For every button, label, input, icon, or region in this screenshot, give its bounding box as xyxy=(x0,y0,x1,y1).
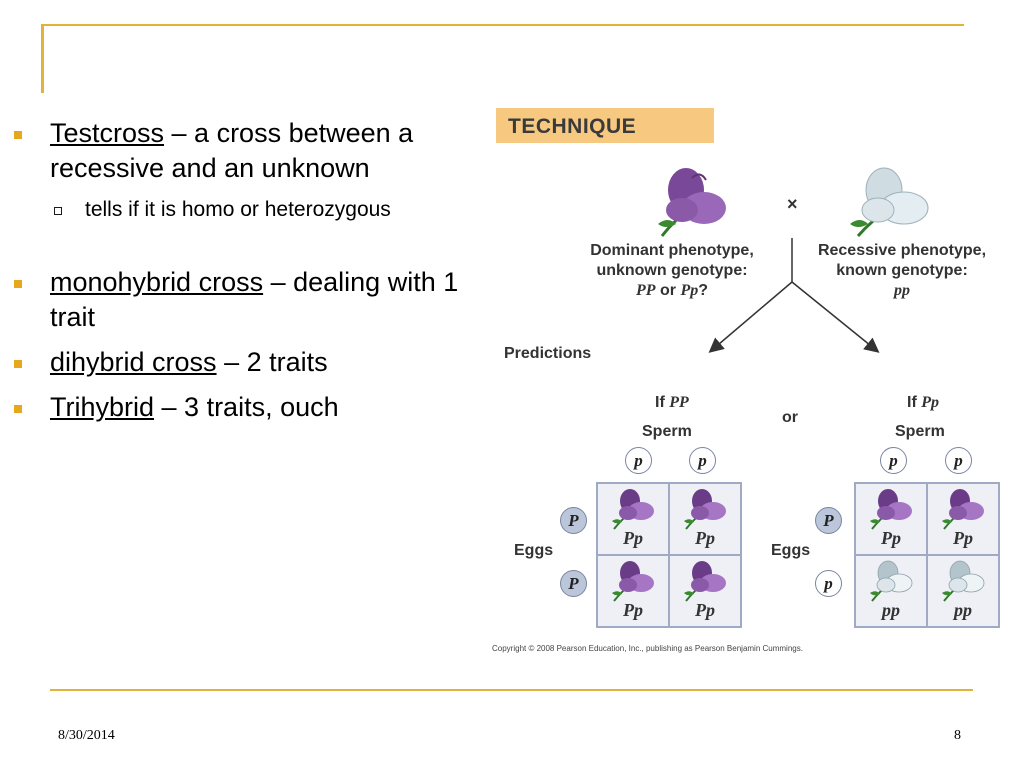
cross-arrows xyxy=(708,238,880,353)
bullet-text: – 3 traits, ouch xyxy=(154,392,339,422)
bullet-monohybrid: monohybrid cross – dealing with 1 trait xyxy=(12,265,492,335)
bullet-text: – dealing with 1 trait xyxy=(50,267,459,332)
technique-label: TECHNIQUE xyxy=(508,115,637,138)
right-if-label: If Pp xyxy=(907,394,939,412)
caption-line: unknown genotype: xyxy=(596,262,748,279)
cell-genotype: Pp xyxy=(695,600,715,620)
right-sperm-allele-1: p xyxy=(880,447,907,474)
left-parent-caption: Dominant phenotype, unknown genotype: PP… xyxy=(567,241,777,301)
bullet-marker xyxy=(14,131,22,139)
left-sperm-allele-1: p xyxy=(625,447,652,474)
frame-left-rule xyxy=(41,24,44,93)
term-trihybrid: Trihybrid xyxy=(50,392,155,422)
parent-flower-purple xyxy=(658,168,726,237)
frame-top-rule xyxy=(41,24,964,26)
or-label: or xyxy=(782,409,798,426)
punnett-cell: pp xyxy=(855,555,927,627)
cell-genotype: pp xyxy=(882,600,900,620)
bullet-marker xyxy=(14,280,22,288)
left-egg-allele-2: P xyxy=(560,570,587,597)
left-if-label: If PP xyxy=(655,394,689,412)
right-punnett-square: Pp Pp pp pp xyxy=(854,482,1000,628)
copyright-notice: Copyright © 2008 Pearson Education, Inc.… xyxy=(492,644,803,653)
punnett-cell: Pp xyxy=(855,483,927,555)
question-mark: ? xyxy=(698,282,708,299)
if-genotype: PP xyxy=(669,394,689,411)
cell-genotype: Pp xyxy=(623,528,643,548)
sub-bullet-text: tells if it is homo or heterozygous xyxy=(85,198,391,221)
right-sperm-label: Sperm xyxy=(895,423,945,440)
left-egg-allele-1: P xyxy=(560,507,587,534)
left-punnett-square: Pp Pp Pp Pp xyxy=(596,482,742,628)
punnett-cell: Pp xyxy=(927,483,999,555)
punnett-cell: Pp xyxy=(669,555,741,627)
purple-flower-icon xyxy=(942,489,984,530)
purple-flower-icon xyxy=(684,489,726,530)
right-sperm-allele-2: p xyxy=(945,447,972,474)
left-eggs-label: Eggs xyxy=(514,542,554,559)
cell-genotype: Pp xyxy=(623,600,643,620)
genotype-pp-dominant: PP xyxy=(636,282,656,299)
parent-flower-white xyxy=(850,167,929,237)
bullet-trihybrid: Trihybrid – 3 traits, ouch xyxy=(12,390,492,425)
left-sperm-label: Sperm xyxy=(642,423,692,440)
punnett-cell: Pp xyxy=(597,483,669,555)
white-flower-icon xyxy=(942,560,985,602)
cell-genotype: pp xyxy=(954,600,972,620)
if-genotype: Pp xyxy=(921,394,939,411)
frame-bottom-rule xyxy=(50,689,973,691)
if-text: If xyxy=(655,394,670,411)
footer-page-number: 8 xyxy=(954,728,961,743)
cell-genotype: Pp xyxy=(695,528,715,548)
purple-flower-icon xyxy=(870,489,912,530)
punnett-cell: Pp xyxy=(597,555,669,627)
cell-genotype: Pp xyxy=(881,528,901,548)
bullet-marker xyxy=(14,360,22,368)
genotype-pp-hetero: Pp xyxy=(680,282,699,299)
bullet-text: – a cross between a recessive and an unk… xyxy=(50,118,414,183)
term-monohybrid: monohybrid cross xyxy=(50,267,264,297)
right-eggs-label: Eggs xyxy=(771,542,811,559)
caption-genotype: PP or Pp? xyxy=(567,281,777,301)
technique-banner: TECHNIQUE xyxy=(496,108,714,143)
purple-flower-icon xyxy=(684,561,726,602)
caption-line: known genotype: xyxy=(836,262,968,279)
right-egg-allele-1: P xyxy=(815,507,842,534)
sub-bullet-homo-hetero: tells if it is homo or heterozygous xyxy=(12,196,492,223)
purple-flower-icon xyxy=(612,561,654,602)
caption-genotype: pp xyxy=(894,282,910,299)
caption-line: Dominant phenotype, xyxy=(590,242,754,259)
right-egg-allele-2: p xyxy=(815,570,842,597)
purple-flower-icon xyxy=(612,489,654,530)
bullet-dihybrid: dihybrid cross – 2 traits xyxy=(12,345,492,380)
bullet-text: – 2 traits xyxy=(216,347,328,377)
cell-genotype: Pp xyxy=(953,528,973,548)
predictions-label: Predictions xyxy=(504,345,592,362)
term-testcross: Testcross xyxy=(50,118,165,148)
right-parent-caption: Recessive phenotype, known genotype: pp xyxy=(796,241,1008,301)
bullet-testcross: Testcross – a cross between a recessive … xyxy=(12,116,492,186)
bullet-marker xyxy=(14,405,22,413)
if-text: If xyxy=(907,394,922,411)
caption-line: Recessive phenotype, xyxy=(817,242,987,259)
testcross-figure: TECHNIQUE × Dominant phenotype, unknown … xyxy=(490,100,1024,660)
white-flower-icon xyxy=(870,560,913,602)
left-sperm-allele-2: p xyxy=(689,447,716,474)
sub-bullet-marker xyxy=(54,207,62,215)
footer-date: 8/30/2014 xyxy=(58,728,115,743)
or-text: or xyxy=(655,282,681,299)
bullet-list: Testcross – a cross between a recessive … xyxy=(12,116,492,425)
punnett-cell: Pp xyxy=(669,483,741,555)
term-dihybrid: dihybrid cross xyxy=(50,347,217,377)
cross-symbol: × xyxy=(787,194,798,214)
punnett-cell: pp xyxy=(927,555,999,627)
